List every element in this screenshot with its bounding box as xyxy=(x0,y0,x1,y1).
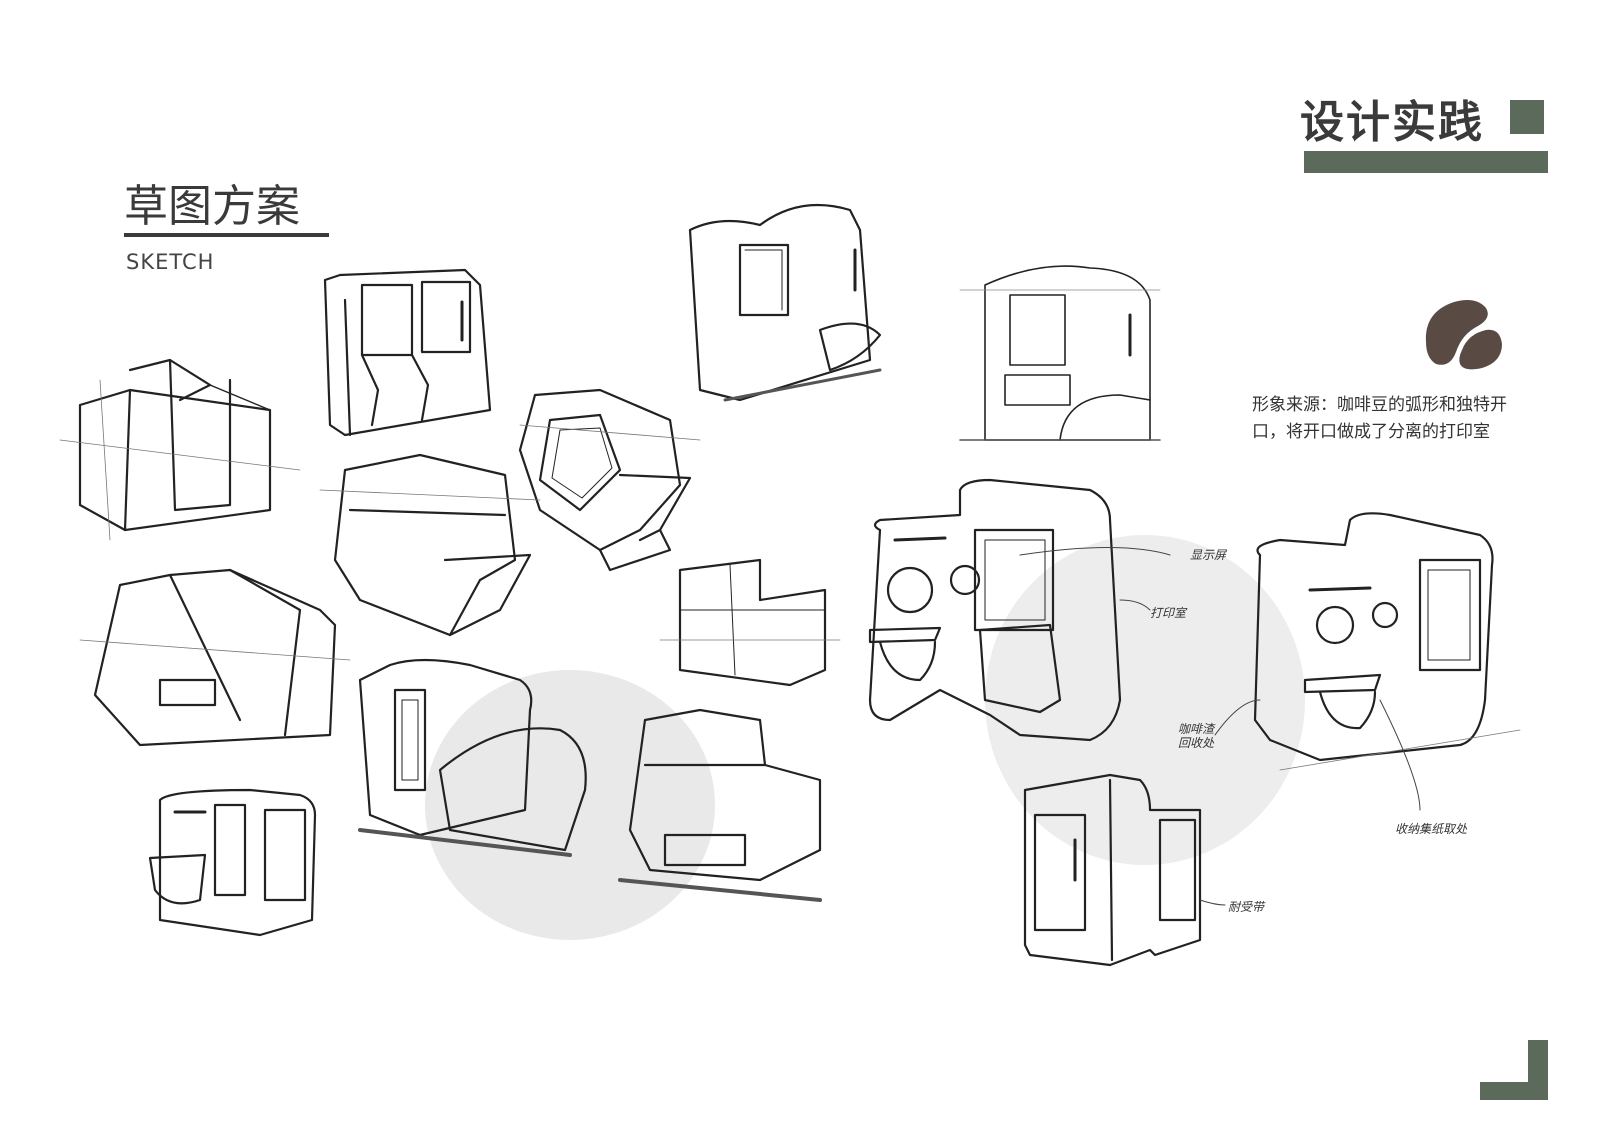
sketch-two-door-cabinet xyxy=(325,270,490,435)
accent-square xyxy=(1510,100,1544,134)
sketch-drawer-box xyxy=(620,710,820,900)
sketch-standing-booth xyxy=(1025,775,1200,965)
annotation-coffee-recycle: 咖啡渣回收处 xyxy=(1178,722,1215,750)
sketch-stepped-block xyxy=(660,560,840,685)
annotation-display-screen: 显示屏 xyxy=(1190,548,1227,562)
accent-bar xyxy=(1304,151,1548,173)
sketch-main-kiosk xyxy=(870,480,1120,740)
sketch-block-slabs xyxy=(60,360,300,540)
inspiration-text: 形象来源：咖啡豆的弧形和独特开口，将开口做成了分离的打印室 xyxy=(1252,395,1507,442)
section-title: 草图方案 xyxy=(124,181,300,232)
annotation-charging: 耐受带 xyxy=(1228,900,1265,914)
section-subtitle: SKETCH xyxy=(126,250,215,274)
sketch-curved-top-unit xyxy=(690,205,880,400)
sketch-right-kiosk xyxy=(1255,513,1520,770)
sketch-box-wedge xyxy=(320,455,540,635)
sketch-tilted-kiosk xyxy=(520,390,700,570)
sketch-coffee-kiosk-small xyxy=(150,790,315,935)
sketch-folded-box xyxy=(80,570,350,745)
sketch-outline-unit xyxy=(960,266,1160,440)
page-title: 设计实践 xyxy=(1300,97,1484,148)
bg-circle-left xyxy=(425,670,715,940)
section-underline xyxy=(124,233,329,237)
sketch-rounded-kiosk xyxy=(360,660,586,855)
annotation-print-room: 打印室 xyxy=(1150,606,1187,620)
corner-mark xyxy=(1480,1040,1548,1100)
annotation-lines xyxy=(1020,548,1420,906)
coffee-bean-icon xyxy=(1425,300,1502,370)
annotation-storage: 收纳集纸取处 xyxy=(1395,822,1468,836)
